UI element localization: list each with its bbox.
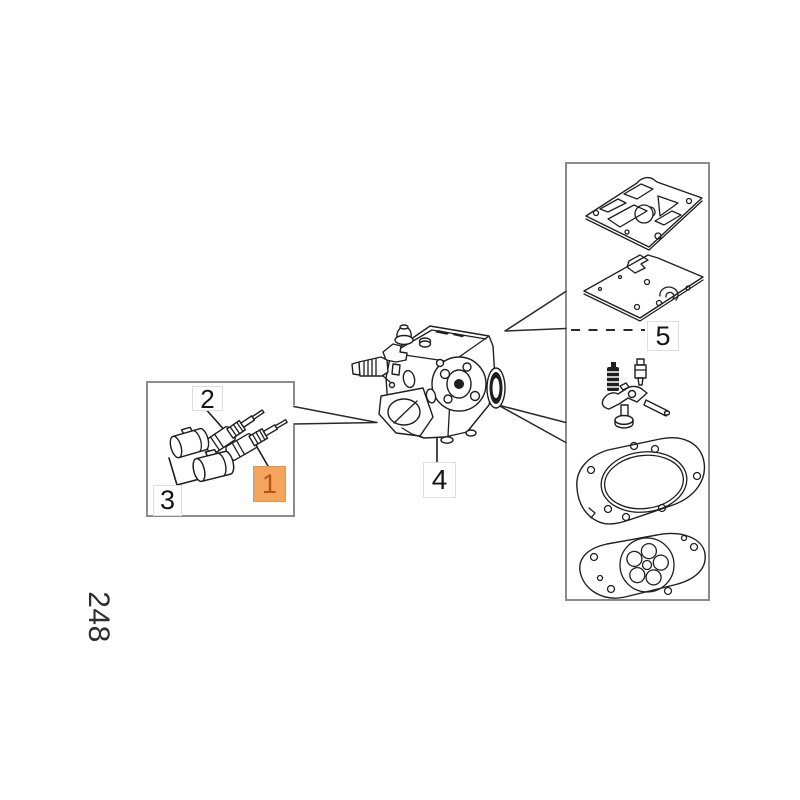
needle-group-box <box>146 381 295 517</box>
page-number: 248 <box>82 591 115 643</box>
callout-label-1[interactable]: 1 <box>253 466 286 502</box>
carburetor-illustration <box>351 324 506 444</box>
pump-gasket-illustration <box>585 176 703 251</box>
metering-diaphragm-illustration <box>579 532 706 599</box>
metering-parts-illustration <box>601 358 671 429</box>
pump-diaphragm-illustration <box>583 254 704 322</box>
metering-gasket-illustration <box>576 437 706 525</box>
callout-label-5[interactable]: 5 <box>647 321 679 351</box>
wedge-carburetor-to-kit-lower <box>497 404 567 444</box>
callout-label-3[interactable]: 3 <box>153 485 182 516</box>
callout-label-4[interactable]: 4 <box>423 462 456 498</box>
callout-label-2[interactable]: 2 <box>192 386 223 412</box>
repair-kit-group-box <box>565 162 710 601</box>
wedge-needle-box-to-carburetor <box>292 405 378 425</box>
wedge-carburetor-to-kit-upper <box>504 290 567 332</box>
